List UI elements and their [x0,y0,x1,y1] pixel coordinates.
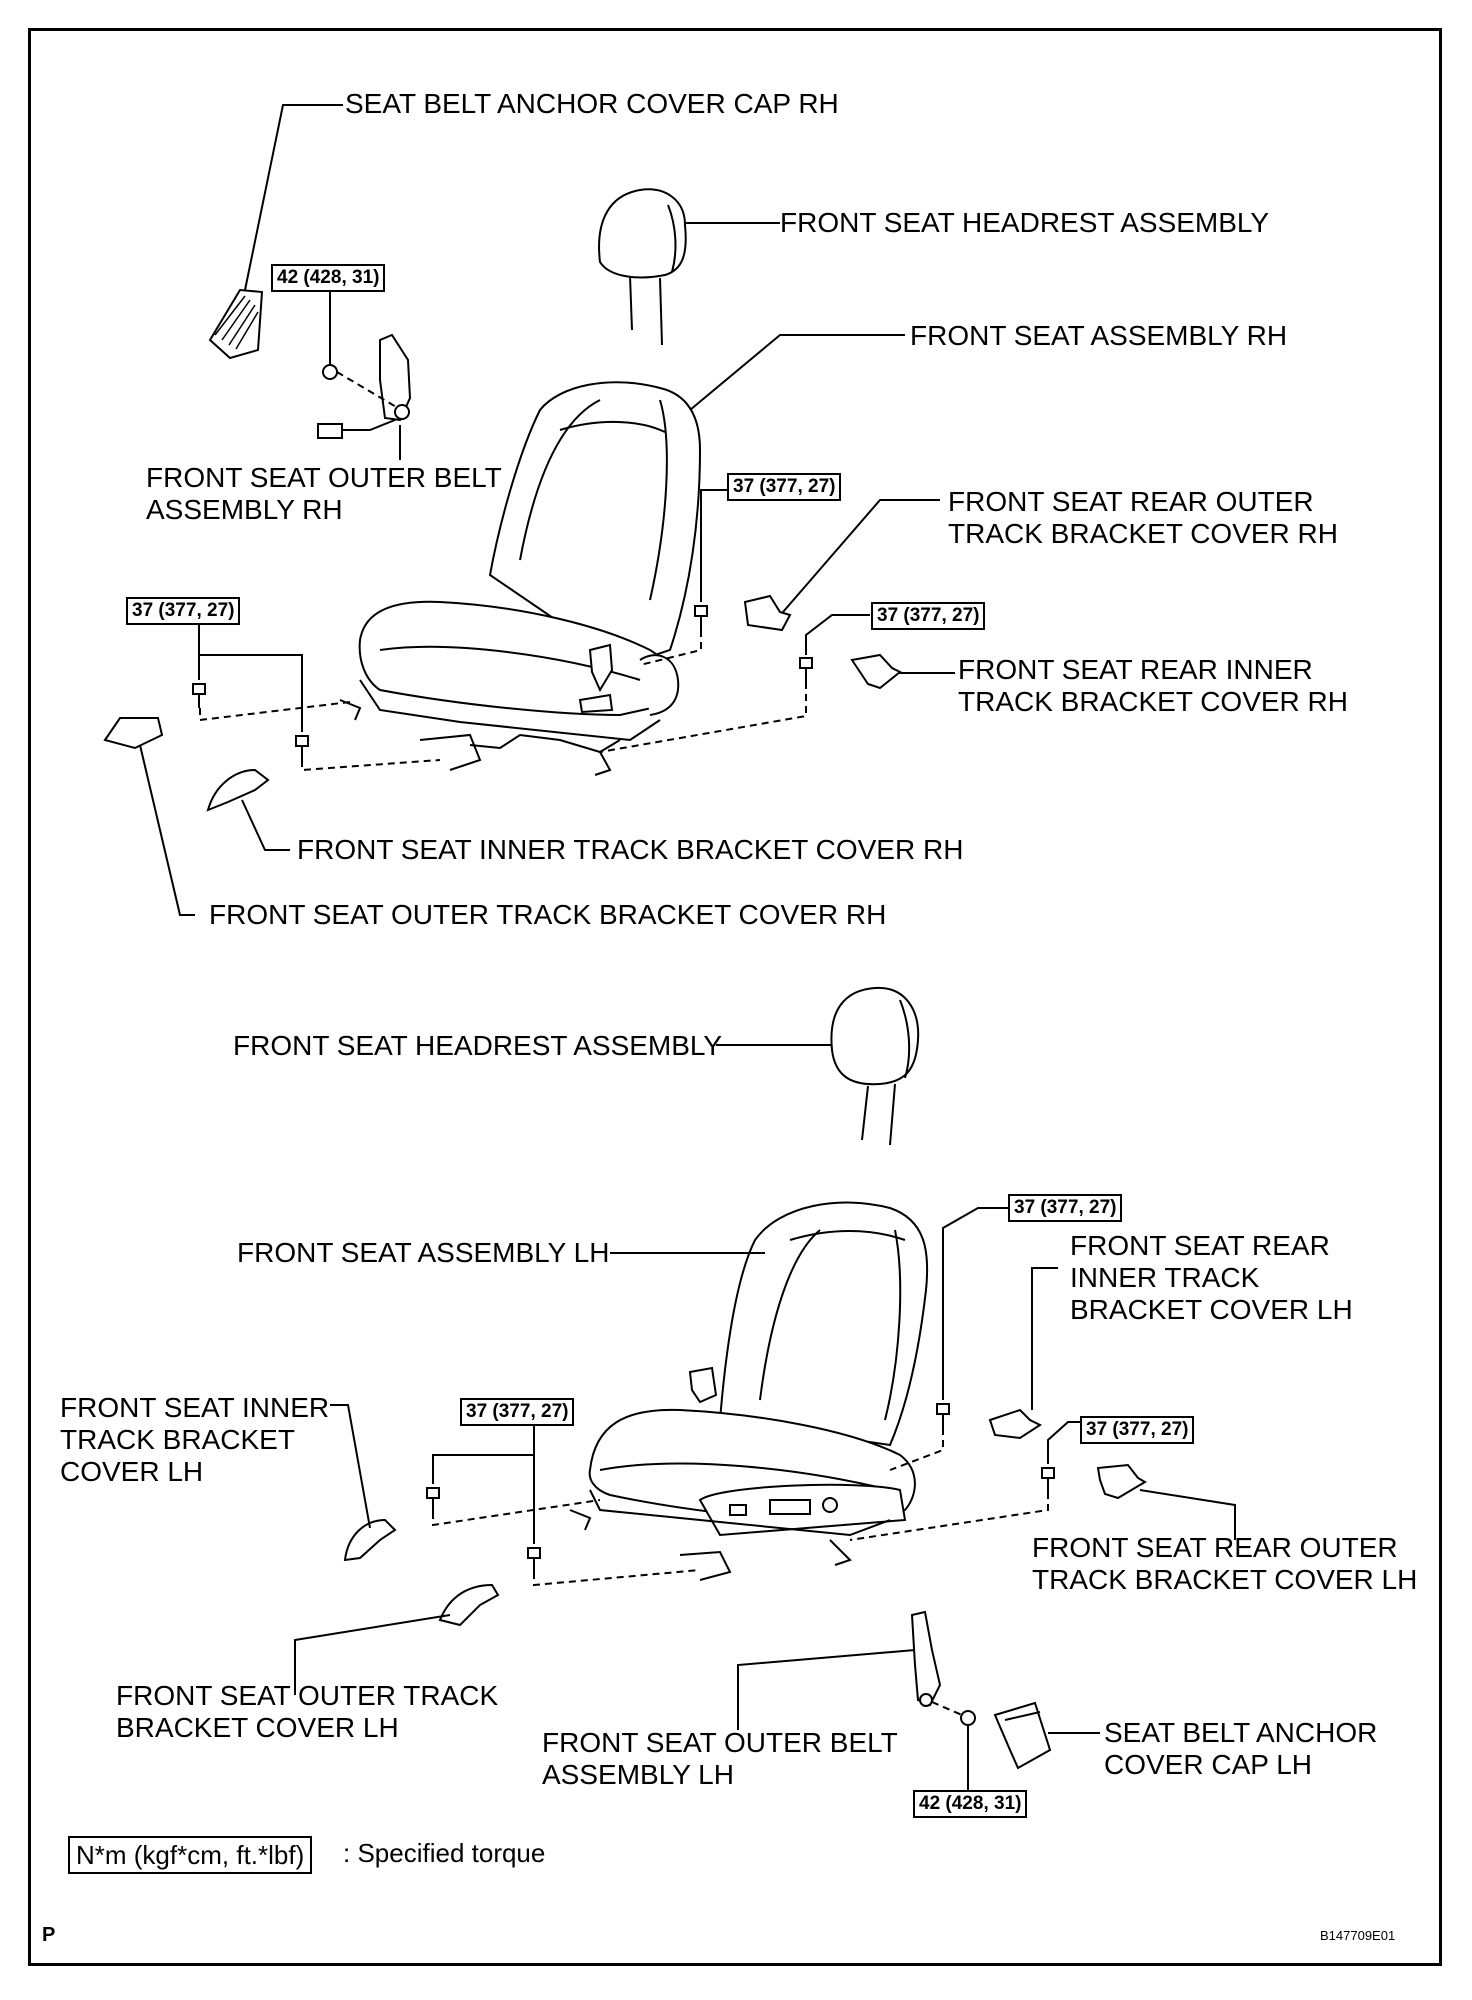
lh-leader-rear-right-torque [1047,1421,1082,1464]
rh-leader-rear-inner-torque [805,614,870,655]
rh-rear-outer-cover-part [743,594,792,632]
rh-inner-cover-label: FRONT SEAT INNER TRACK BRACKET COVER RH [297,834,964,865]
lh-belt-anchor-cap-label: SEAT BELT ANCHOR COVER CAP LH [1104,1717,1378,1780]
rh-leader-cap [244,104,343,291]
rh-torque-rear-outer: 37 (377, 27) [727,473,842,501]
lh-front-bolts-part [426,1487,701,1587]
lh-leader-rear-inner-cover [1031,1267,1058,1410]
torque-legend-unit: N*m (kgf*cm, ft.*lbf) [68,1836,313,1874]
rh-rear-inner-cover-label: FRONT SEAT REAR INNER TRACK BRACKET COVE… [958,654,1348,717]
lh-rear-outer-cover-label: FRONT SEAT REAR OUTER TRACK BRACKET COVE… [1032,1532,1418,1595]
rh-outer-cover-label: FRONT SEAT OUTER TRACK BRACKET COVER RH [209,899,887,930]
rh-leader-seat [689,334,905,411]
lh-headrest-label: FRONT SEAT HEADREST ASSEMBLY [233,1030,723,1061]
rh-outer-belt-label: FRONT SEAT OUTER BELT ASSEMBLY RH [146,462,502,525]
lh-leader-rear-outer-cover [1139,1489,1236,1540]
lh-leader-belt [737,1649,916,1730]
lh-torque-rear-top: 37 (377, 27) [1008,1194,1123,1222]
rh-torque-front: 37 (377, 27) [126,597,241,625]
lh-rear-inner-cover-label: FRONT SEAT REAR INNER TRACK BRACKET COVE… [1070,1230,1353,1325]
lh-inner-cover-label: FRONT SEAT INNER TRACK BRACKET COVER LH [60,1392,330,1487]
lh-leader-inner-cover [330,1404,371,1529]
rh-leader-outer-cover [139,744,195,916]
lh-outer-cover-label: FRONT SEAT OUTER TRACK BRACKET COVER LH [116,1680,499,1743]
rh-outer-cover-part [103,717,164,750]
rh-headrest-label: FRONT SEAT HEADREST ASSEMBLY [780,207,1270,238]
lh-torque-belt: 42 (428, 31) [913,1790,1028,1818]
lh-outer-cover-part [438,1583,500,1627]
diagram-frame [28,28,1442,1966]
rh-belt-anchor-cap-part [208,288,264,360]
lh-leader-front-torque [432,1424,535,1544]
lh-rear-bolts-part [849,1403,1055,1541]
rh-inner-cover-part [206,768,270,812]
lh-torque-rear-right: 37 (377, 27) [1080,1416,1195,1444]
lh-seat-assembly-label: FRONT SEAT ASSEMBLY LH [237,1237,610,1268]
rh-rear-outer-cover-label: FRONT SEAT REAR OUTER TRACK BRACKET COVE… [948,486,1338,549]
rh-torque-belt: 42 (428, 31) [271,264,386,292]
rh-leader-rear-outer-torque [700,489,728,602]
lh-outer-belt-label: FRONT SEAT OUTER BELT ASSEMBLY LH [542,1727,898,1790]
lh-seat-part [569,1201,929,1581]
lh-belt-anchor-cap-part [993,1701,1052,1770]
rh-belt-anchor-cap-label: SEAT BELT ANCHOR COVER CAP RH [345,88,839,119]
lh-rear-inner-cover-part [988,1408,1043,1440]
torque-legend-text: : Specified torque [343,1838,546,1868]
lh-leader-outer-cover [294,1614,451,1695]
rh-seat-part [339,381,702,776]
lh-torque-front: 37 (377, 27) [460,1398,575,1426]
lh-outer-belt-part [910,1610,976,1726]
rh-torque-rear-inner: 37 (377, 27) [871,602,986,630]
rh-front-bolts-part [192,683,441,772]
rh-leader-front-torque [198,625,303,732]
rh-rear-bolts-part [599,605,813,753]
rh-leader-rear-outer-cover [782,499,940,613]
corner-mark-left: P [42,1924,56,1946]
lh-headrest-part [830,986,920,1146]
rh-leader-inner-cover [241,799,290,851]
lh-leader-rear-top-torque [942,1207,1010,1400]
rh-seat-assembly-label: FRONT SEAT ASSEMBLY RH [910,320,1288,351]
lh-rear-outer-cover-part [1096,1463,1147,1500]
rh-headrest-part [598,188,687,346]
rh-rear-inner-cover-part [850,653,902,690]
rh-outer-belt-part [317,333,412,439]
figure-code: B147709E01 [1320,1928,1396,1943]
